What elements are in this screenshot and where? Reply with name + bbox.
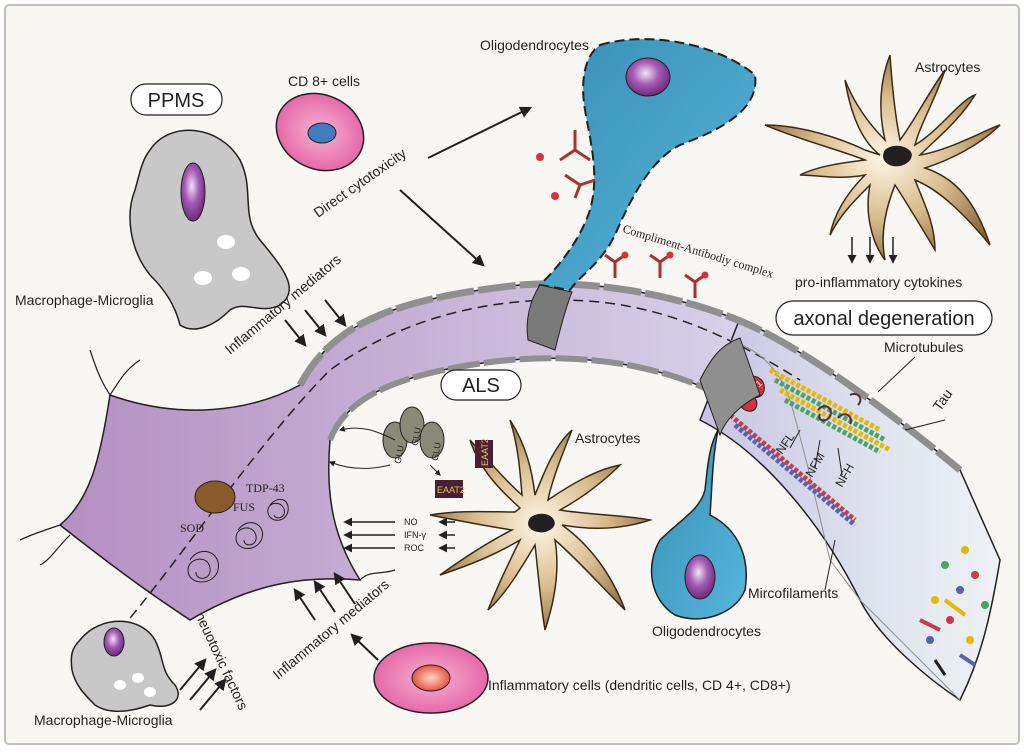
astrocyte-als-nucleus bbox=[528, 513, 555, 533]
eaat2-transporter bbox=[435, 480, 463, 498]
microtubules bbox=[768, 367, 892, 455]
tau-tangle bbox=[817, 393, 862, 425]
oligodendrocyte-top-body bbox=[537, 38, 757, 292]
oligodendrocytes-bottom-label: Oligodendrocytes bbox=[652, 623, 761, 639]
tdp43-aggregate bbox=[267, 498, 289, 521]
macrophage-microglia-bottom-label: Macrophage-Microglia bbox=[34, 712, 173, 728]
astrocyte-top-nucleus bbox=[883, 145, 912, 167]
inflammatory-cell bbox=[373, 642, 489, 714]
glu-arrow bbox=[328, 460, 391, 469]
vacuole bbox=[232, 267, 250, 281]
eaat2-label-2: EAAT2 bbox=[480, 438, 490, 466]
als-badge bbox=[440, 369, 522, 401]
myelin-sheath bbox=[296, 280, 963, 473]
als-label: ALS bbox=[462, 375, 500, 397]
vacuole bbox=[217, 235, 235, 249]
vacuole bbox=[132, 673, 144, 683]
macrophage-microglia-top bbox=[129, 129, 290, 330]
pro-inflammatory-cytokines-label: pro-inflammatory cytokines bbox=[795, 274, 962, 290]
eaat2-transporter bbox=[475, 440, 493, 468]
vacuole bbox=[194, 271, 212, 285]
ppms-label: PPMS bbox=[148, 90, 205, 112]
astrocyte-als bbox=[429, 419, 653, 631]
protein-aggregates bbox=[187, 498, 289, 583]
tdp43-label: TDP-43 bbox=[246, 481, 285, 495]
cd8-cell bbox=[275, 92, 365, 172]
axon-debris bbox=[919, 546, 989, 676]
macrophage-microglia-bottom bbox=[70, 620, 179, 713]
cd8-cells-label: CD 8+ cells bbox=[288, 73, 360, 89]
oligodendrocytes-top-label: Oligodendrocytes bbox=[480, 37, 589, 53]
nucleus-organelle bbox=[194, 480, 236, 514]
axon-cross-section bbox=[729, 339, 961, 701]
macrophage-top-body bbox=[129, 129, 290, 330]
arrows bbox=[179, 106, 533, 711]
roc-label: ROC bbox=[404, 543, 425, 553]
vacuole bbox=[114, 680, 126, 690]
microfilaments bbox=[728, 413, 857, 527]
astrocyte-top bbox=[764, 54, 1001, 261]
astrocytes-als-label: Astrocytes bbox=[575, 430, 640, 446]
compliment-antibody-complexes bbox=[604, 251, 709, 298]
sod-label: SOD bbox=[180, 521, 204, 535]
glu-label-1: GLU bbox=[393, 444, 406, 464]
fus-label: FUS bbox=[233, 500, 255, 514]
glutamate-molecules bbox=[382, 406, 445, 459]
myelin-sheath-inner bbox=[327, 355, 722, 442]
dendrite bbox=[359, 569, 396, 581]
astrocytes-top-label: Astrocytes bbox=[915, 59, 980, 75]
dendrite bbox=[19, 524, 71, 566]
oligodendrocyte-myelin-wrap-bottom bbox=[699, 337, 761, 437]
oligodendrocyte-myelin-wrap bbox=[526, 284, 573, 351]
glu-arrow bbox=[429, 464, 441, 476]
sod-aggregate bbox=[187, 550, 219, 583]
antibodies-top bbox=[536, 130, 596, 200]
arrow-to-oligodendrocyte bbox=[427, 106, 533, 159]
axonal-degeneration-label: axonal degeneration bbox=[793, 308, 974, 330]
oligodendrocyte-bottom bbox=[650, 337, 761, 620]
axonal-degeneration-badge bbox=[775, 300, 993, 336]
macrophage-microglia-top-label: Macrophage-Microglia bbox=[15, 292, 154, 308]
oligodendrocyte-bottom-nucleus bbox=[684, 554, 716, 600]
leader-lines bbox=[789, 356, 946, 591]
ifn-gamma-label: IFN-γ bbox=[404, 530, 426, 540]
ppms-badge bbox=[130, 83, 223, 116]
inflammatory-cell-nucleus bbox=[411, 664, 451, 692]
astrocyte-top-body bbox=[764, 54, 1001, 261]
eaat2-label-1: EAAT2 bbox=[437, 485, 465, 495]
arrow-to-axon bbox=[399, 189, 485, 267]
no-label: NO bbox=[404, 517, 418, 527]
cytokine-arrows bbox=[847, 237, 898, 264]
mircofilaments-label: Mircofilaments bbox=[748, 585, 838, 601]
glu-arrow bbox=[338, 425, 396, 441]
oligodendrocyte-top bbox=[526, 38, 757, 351]
mediator-arrows bbox=[343, 517, 455, 553]
macrophage-bottom-nucleus bbox=[103, 627, 125, 657]
cd8-nucleus bbox=[307, 122, 337, 144]
oligodendrocyte-top-nucleus bbox=[625, 57, 671, 97]
inflammatory-cells-label: Inflammatory cells (dendritic cells, CD … bbox=[488, 677, 791, 693]
dendrite bbox=[89, 349, 141, 396]
vacuole bbox=[144, 687, 156, 697]
macrophage-top-nucleus bbox=[180, 162, 206, 222]
oligodendrocyte-bottom-body bbox=[650, 429, 747, 620]
fus-aggregate bbox=[235, 522, 264, 549]
glu-label-2: GLU bbox=[410, 426, 423, 446]
glu-label-3: GLU bbox=[430, 441, 443, 461]
microtubules-label: Microtubules bbox=[884, 339, 963, 355]
